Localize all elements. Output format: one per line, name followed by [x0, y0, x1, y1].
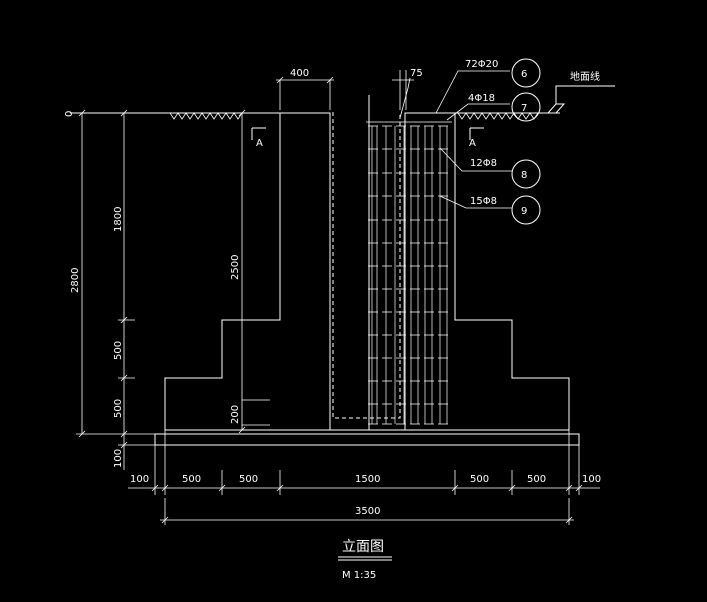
foundation-outline: [154, 112, 580, 446]
callout-number-7: 7: [521, 103, 527, 114]
total-width-dimension: 3500: [160, 498, 574, 525]
dim-text-bottom-0: 100: [130, 474, 149, 485]
dim-text-75: 75: [410, 68, 423, 79]
inner-dimension-200: 200: [230, 399, 270, 426]
drawing-scale: M 1:35: [342, 570, 376, 581]
bottom-dimension-chain: 100 500 500 1500 500 500 100: [128, 430, 601, 495]
dim-text-200: 200: [230, 405, 241, 424]
inner-dimension-2500: 2500: [230, 109, 246, 434]
top-dimension-75: 75: [392, 68, 423, 110]
ground-line-label: 地面线: [547, 70, 615, 114]
callout-circle-9: [511, 195, 541, 225]
rebar-callouts: 6 7 8 9 72Φ20 4Φ18 12Φ8 15Φ8: [399, 58, 541, 225]
dim-text-500-mid: 500: [113, 341, 124, 360]
dim-text-bottom-5: 500: [527, 474, 546, 485]
dim-text-bottom-6: 100: [582, 474, 601, 485]
ground-line: [70, 112, 560, 120]
rebar-label-6: 72Φ20: [465, 59, 498, 70]
drawing-title-block: 立面图 M 1:35: [338, 539, 392, 581]
top-dimension-400: 400: [276, 68, 334, 110]
callout-circle-6: [511, 58, 541, 88]
drawing-title: 立面图: [342, 539, 384, 555]
dim-text-bottom-3: 1500: [355, 474, 380, 485]
callout-number-6: 6: [521, 69, 527, 80]
callout-circle-8: [511, 159, 541, 189]
column: [325, 95, 410, 430]
callout-number-9: 9: [521, 206, 527, 217]
dim-text-2500: 2500: [230, 255, 241, 280]
dim-text-100-base: 100: [113, 449, 124, 468]
left-dimension-chain: 2800 1800 500 500 100: [70, 109, 165, 470]
dim-text-bottom-4: 500: [470, 474, 489, 485]
rebar-label-7: 4Φ18: [468, 93, 495, 104]
rebar-label-8: 12Φ8: [470, 158, 497, 169]
section-mark-left: A: [251, 127, 266, 149]
dim-text-1800: 1800: [113, 207, 124, 232]
elevation-zero-text: 0: [64, 111, 75, 117]
section-mark-right: A: [469, 127, 484, 149]
rebar-label-9: 15Φ8: [470, 196, 497, 207]
ground-line-text: 地面线: [570, 70, 600, 83]
dim-text-400: 400: [290, 68, 309, 79]
dim-text-500-low: 500: [113, 399, 124, 418]
callout-number-8: 8: [521, 170, 527, 181]
dim-text-bottom-2: 500: [239, 474, 258, 485]
callout-circle-7: [511, 92, 541, 122]
section-mark-text-right: A: [469, 138, 476, 149]
dim-text-3500: 3500: [355, 506, 380, 517]
section-mark-text-left: A: [256, 138, 263, 149]
dim-text-2800: 2800: [70, 268, 81, 293]
rebar-cage: [366, 121, 452, 425]
elevation-zero-marker: 0: [64, 111, 75, 117]
dim-text-bottom-1: 500: [182, 474, 201, 485]
